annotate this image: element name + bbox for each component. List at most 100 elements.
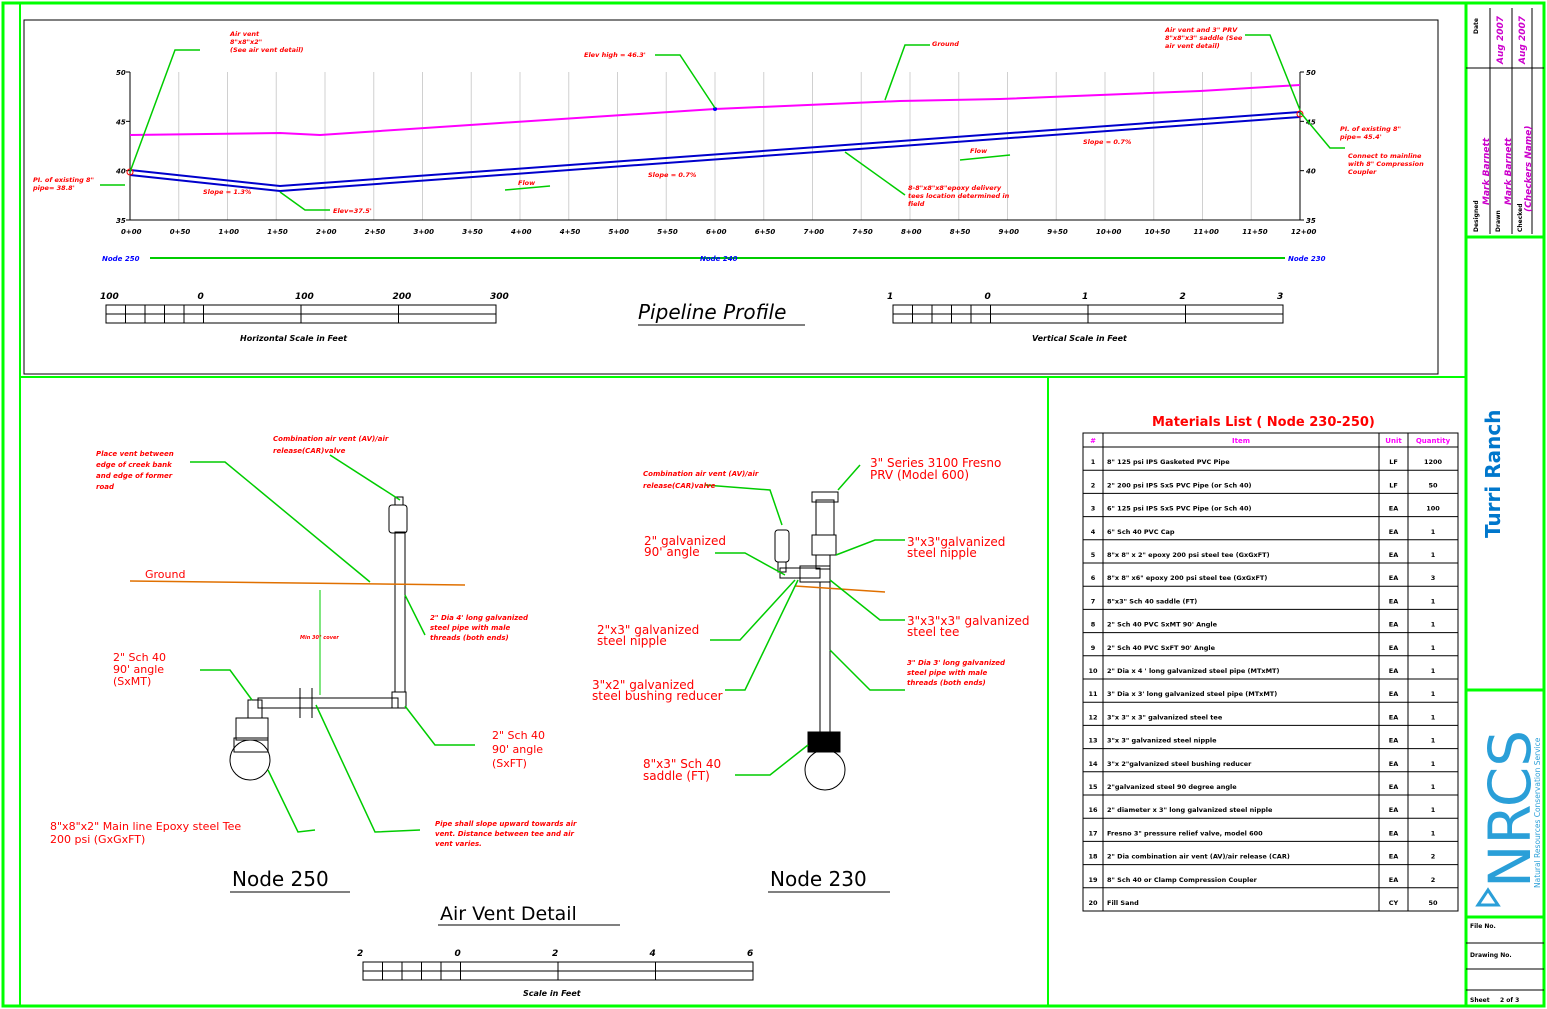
materials-cell: EA bbox=[1389, 597, 1398, 605]
materials-cell: LF bbox=[1389, 458, 1398, 466]
materials-cell: 14 bbox=[1088, 760, 1098, 768]
annotation-pi-left: PI. of existing 8"pipe= 38.8' bbox=[32, 176, 94, 192]
annotation-flow-left: Flow bbox=[518, 179, 536, 187]
text-line: 3"x3"galvanized bbox=[907, 535, 1005, 549]
text-line: vent varies. bbox=[435, 840, 482, 848]
materials-cell: 15 bbox=[1088, 783, 1098, 791]
materials-cell: EA bbox=[1389, 806, 1398, 814]
node-250-title: Node 250 bbox=[232, 867, 329, 891]
materials-cell: 3"x 2"galvanized steel bushing reducer bbox=[1107, 760, 1252, 768]
ground-profile-line bbox=[129, 84, 1301, 137]
text-line: 90' angle bbox=[492, 743, 543, 756]
x-tick-label: 6+50 bbox=[755, 228, 776, 236]
materials-cell: EA bbox=[1389, 551, 1398, 559]
materials-cell: 50 bbox=[1428, 481, 1438, 489]
text-line: (SxFT) bbox=[492, 757, 527, 770]
text-line: 2" galvanized bbox=[644, 534, 726, 548]
text-line: PRV (Model 600) bbox=[870, 468, 969, 482]
text-line: PI. of existing 8" bbox=[1340, 125, 1401, 133]
materials-cell: 6" Sch 40 PVC Cap bbox=[1107, 528, 1175, 536]
materials-cell: 7 bbox=[1091, 597, 1096, 605]
materials-cell: EA bbox=[1389, 667, 1398, 675]
x-tick-label: 11+00 bbox=[1194, 228, 1219, 236]
tb-date-2: Aug 2007 bbox=[1518, 15, 1528, 65]
materials-cell: 1 bbox=[1431, 760, 1436, 768]
x-tick-label: 7+50 bbox=[852, 228, 873, 236]
text-line: tees location determined in bbox=[908, 192, 1010, 200]
text-line: Combination air vent (AV)/air bbox=[273, 435, 389, 443]
materials-cell: 1 bbox=[1091, 458, 1096, 466]
text-line: vent. Distance between tee and air bbox=[435, 830, 575, 838]
text-line: 8"x8"x2" bbox=[230, 38, 262, 46]
materials-cell: 1 bbox=[1431, 551, 1436, 559]
materials-cell: 9 bbox=[1091, 644, 1096, 652]
node-230-title: Node 230 bbox=[770, 867, 867, 891]
text-line: release(CAR)valve bbox=[273, 447, 346, 455]
annotation-flow-right: Flow bbox=[970, 147, 988, 155]
tb-drawn-label: Drawn bbox=[1495, 210, 1502, 232]
text-line: Connect to mainline bbox=[1348, 152, 1422, 160]
text-line: Air vent bbox=[229, 30, 260, 38]
materials-cell: 11 bbox=[1088, 690, 1098, 698]
materials-cell: EA bbox=[1389, 783, 1398, 791]
vertical-scale-caption: Vertical Scale in Feet bbox=[1032, 334, 1128, 343]
n250-min-cover: Min 30" cover bbox=[300, 635, 339, 641]
annotation-ground-profile: Ground bbox=[932, 40, 959, 48]
x-tick-label: 9+00 bbox=[999, 228, 1020, 236]
x-tick-label: 4+50 bbox=[560, 228, 581, 236]
x-tick-label: 6+00 bbox=[706, 228, 727, 236]
annotation-elev-low: Elev=37.5' bbox=[333, 207, 372, 215]
pipe-profile-line-top bbox=[129, 111, 1301, 188]
node-230-label: Node 230 bbox=[1288, 255, 1326, 263]
materials-cell: 5 bbox=[1091, 551, 1096, 559]
scale-label: 1 bbox=[887, 292, 893, 302]
materials-cell: 18 bbox=[1088, 853, 1098, 861]
tb-sheet-label: Sheet bbox=[1470, 997, 1490, 1004]
x-tick-label: 8+50 bbox=[950, 228, 971, 236]
horizontal-scale-caption: Horizontal Scale in Feet bbox=[240, 334, 348, 343]
materials-cell: 100 bbox=[1426, 505, 1440, 513]
materials-cell: EA bbox=[1389, 644, 1398, 652]
text-line: with 8" Compression bbox=[1348, 160, 1424, 168]
materials-cell: 3"x 3" galvanized steel nipple bbox=[1107, 737, 1217, 745]
tb-date-label: Date bbox=[1473, 18, 1480, 34]
materials-cell: Fresno 3" pressure relief valve, model 6… bbox=[1107, 829, 1263, 837]
scale-label: 0 bbox=[455, 949, 461, 959]
text-line: Air vent and 3" PRV bbox=[1164, 26, 1238, 34]
text-line: steel pipe with male bbox=[907, 669, 987, 677]
text-line: release(CAR)valve bbox=[643, 482, 716, 490]
x-tick-label: 1+00 bbox=[219, 228, 240, 236]
x-tick-label: 3+00 bbox=[414, 228, 435, 236]
scale-label: 1 bbox=[1082, 292, 1088, 302]
text-line: steel tee bbox=[907, 625, 959, 639]
materials-cell: 1 bbox=[1431, 713, 1436, 721]
y-tick-label-left: 40 bbox=[116, 168, 126, 176]
text-line: 3" Dia 3' long galvanized bbox=[907, 659, 1006, 667]
materials-cell: 2" 200 psi IPS SxS PVC Pipe (or Sch 40) bbox=[1107, 481, 1251, 489]
tb-designed-label: Designed bbox=[1473, 200, 1480, 232]
materials-cell: EA bbox=[1389, 574, 1398, 582]
materials-cell: 8"x3" Sch 40 saddle (FT) bbox=[1107, 597, 1197, 605]
node-230-leaders bbox=[704, 464, 905, 776]
materials-cell: 1 bbox=[1431, 737, 1436, 745]
x-tick-label: 0+50 bbox=[170, 228, 191, 236]
text-line: pipe= 45.4' bbox=[1339, 133, 1382, 141]
text-line: 8"x8"x3" saddle (See bbox=[1165, 34, 1243, 42]
materials-cell: EA bbox=[1389, 690, 1398, 698]
materials-cell: 1 bbox=[1431, 783, 1436, 791]
text-line: 90' angle bbox=[644, 545, 700, 559]
air-vent-detail-title: Air Vent Detail bbox=[440, 903, 577, 925]
tb-date-1: Aug 2007 bbox=[1496, 15, 1506, 65]
materials-cell: 2" Sch 40 PVC SxFT 90' Angle bbox=[1107, 644, 1216, 652]
materials-cell: 8" 125 psi IPS Gasketed PVC Pipe bbox=[1107, 458, 1230, 466]
materials-title: Materials List ( Node 230-250) bbox=[1152, 415, 1375, 430]
x-tick-label: 10+00 bbox=[1096, 228, 1121, 236]
